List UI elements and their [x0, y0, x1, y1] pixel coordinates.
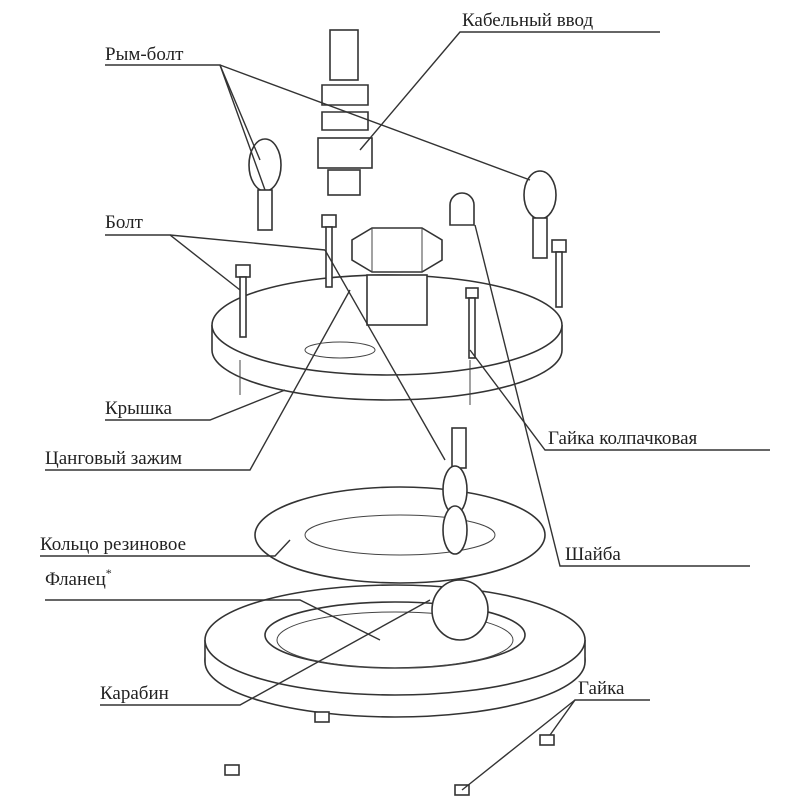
nut-parts — [224, 711, 555, 796]
label-cover: Крышка — [105, 398, 173, 419]
label-washer: Шайба — [565, 544, 621, 565]
label-rubber-ring: Кольцо резиновое — [40, 534, 186, 555]
label-bolt: Болт — [105, 212, 144, 233]
label-eye-bolt: Рым-болт — [105, 44, 184, 65]
cap-nut-part — [449, 192, 475, 226]
carabiner-part — [431, 427, 489, 641]
label-collet-clamp: Цанговый зажим — [45, 448, 182, 469]
rubber-ring-part — [254, 486, 546, 584]
label-cable-gland: Кабельный ввод — [462, 10, 593, 31]
cable-gland-part — [317, 29, 373, 196]
label-cap-nut: Гайка колпачковая — [548, 428, 698, 449]
label-flange: Фланец* — [45, 566, 112, 590]
flange-part — [204, 584, 586, 718]
label-nut: Гайка — [578, 678, 625, 699]
label-carabiner: Карабин — [100, 683, 169, 704]
collet-clamp-part — [351, 227, 443, 326]
leader-lines — [40, 31, 770, 791]
